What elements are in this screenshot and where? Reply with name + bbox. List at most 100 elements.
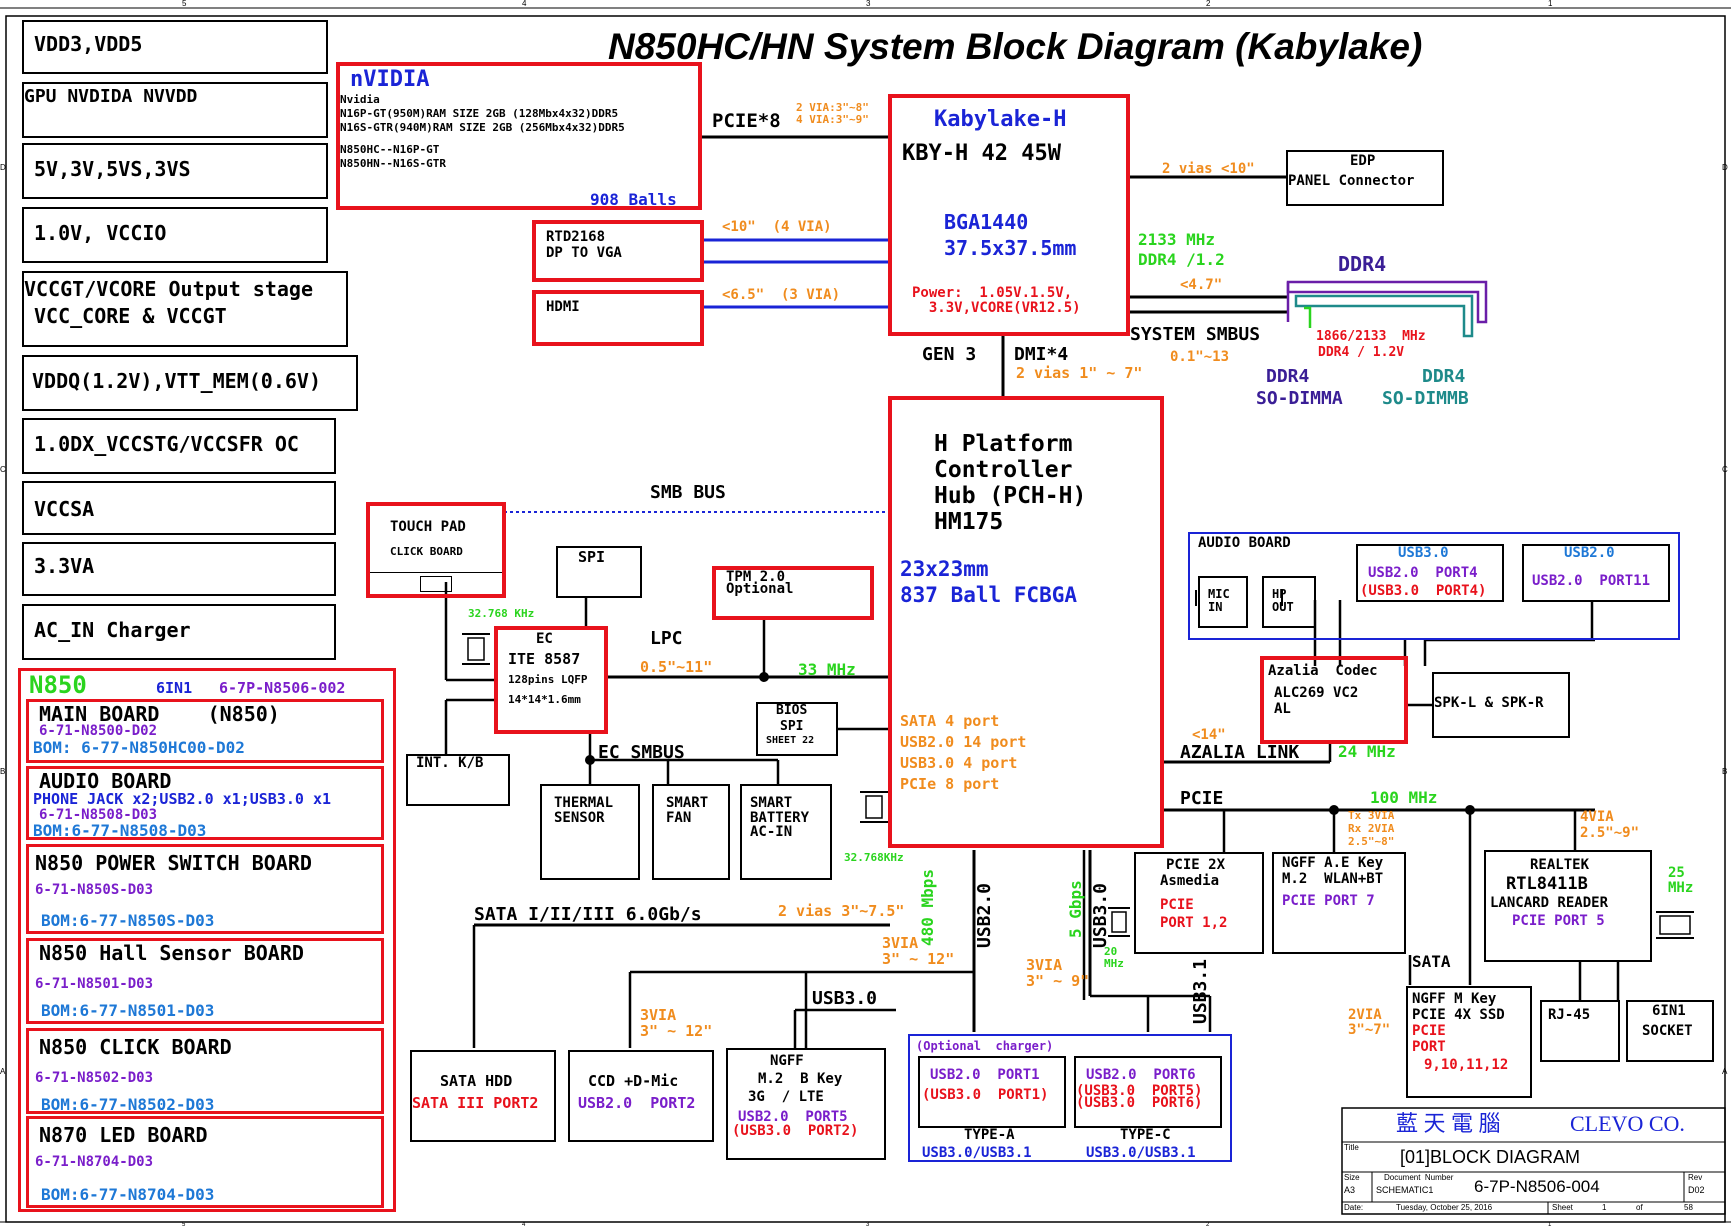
size-label: Size	[1344, 1173, 1360, 1182]
tick-bottom: 5	[182, 1222, 186, 1228]
usb2-vias: 3VIA 3" ~ 12"	[882, 934, 955, 968]
tick-left: C	[0, 465, 6, 474]
rail-label: VDD3,VDD5	[34, 32, 143, 56]
audio-usb3-port: USB3.0 USB2.0 PORT4 (USB3.0 PORT4)	[1356, 544, 1504, 602]
azalia-freq: 24 MHz	[1338, 742, 1396, 761]
date-value: Tuesday, October 25, 2016	[1396, 1203, 1493, 1212]
type-c-bus: USB3.0/USB3.1	[1086, 1145, 1196, 1161]
ddr-freq: 2133 MHz	[1138, 230, 1216, 249]
type-a-label: TYPE-A	[964, 1127, 1015, 1143]
pcie-length: 2.5"~8"	[1348, 835, 1395, 848]
ngff-b-block: NGFF M.2 B Key 3G / LTE USB2.0 PORT5 (US…	[726, 1048, 886, 1160]
asm-line: PORT 1,2	[1160, 915, 1228, 931]
board-title: N850 POWER SWITCH BOARD	[35, 851, 312, 875]
gpu-line: Nvidia	[340, 93, 380, 106]
kb-block: INT. K/B	[406, 754, 510, 806]
pch-usb3: USB3.0 4 port	[900, 754, 1018, 772]
asm-line: Asmedia	[1160, 873, 1220, 889]
dmi-length: 2 vias 1" ~ 7"	[1016, 364, 1143, 382]
board-main: MAIN BOARD (N850) 6-71-N8500-D02 BOM: 6-…	[26, 699, 384, 763]
ec-line: EC	[536, 631, 553, 647]
pch-block: H Platform Controller Hub (PCH-H) HM175 …	[888, 396, 1164, 848]
rail-label: 5V,3V,5VS,3VS	[34, 157, 191, 181]
diagram-title: N850HC/HN System Block Diagram (Kabylake…	[608, 26, 1423, 67]
ec-line: 128pins LQFP	[508, 673, 588, 686]
kb-label: INT. K/B	[416, 755, 484, 771]
ec-smbus-label: EC SMBUS	[598, 742, 685, 763]
dimmb-label: DDR4	[1422, 366, 1466, 387]
title-label: Title	[1344, 1143, 1359, 1152]
pcie8-label: PCIE*8	[712, 110, 781, 132]
tick-right: D	[1722, 163, 1728, 172]
rtd-line: RTD2168	[546, 229, 606, 245]
rev-value: D02	[1688, 1185, 1705, 1195]
type-c-label: TYPE-C	[1120, 1127, 1171, 1143]
type-a-line: USB2.0 PORT1	[930, 1067, 1040, 1083]
sheet-title: [01]BLOCK DIAGRAM	[1400, 1147, 1581, 1167]
rail-ac-in: AC_IN Charger	[22, 604, 336, 660]
rail-label: VCC_CORE & VCCGT	[34, 304, 227, 328]
usb3-speed: 5 Gbps	[1066, 880, 1085, 938]
usb3-line: USB2.0 PORT4	[1368, 565, 1478, 581]
rail-vccio: 1.0V, VCCIO	[22, 207, 328, 263]
dimma-outline	[1286, 280, 1488, 324]
usb2-label: USB2.0	[974, 882, 995, 948]
realtek-line: LANCARD READER	[1490, 895, 1609, 911]
smb-bus-label: SMB BUS	[650, 482, 726, 503]
board-pn: 6-71-N850S-D03	[35, 882, 154, 898]
realtek-line: PCIE PORT 5	[1512, 913, 1605, 929]
realtek-freq: 25 MHz	[1668, 865, 1694, 896]
hp-label: HP OUT	[1272, 587, 1294, 614]
usb31-label: USB3.1	[1190, 958, 1211, 1024]
sixin1-pn: 6-7P-N8506-002	[219, 679, 346, 697]
smart-battery: SMART BATTERY AC-IN	[740, 784, 832, 880]
lpc-freq: 33 MHz	[798, 660, 856, 679]
lpc-label: LPC	[650, 628, 683, 649]
company-name: CLEVO CO.	[1570, 1111, 1685, 1136]
tpm-line: TPM 2.0	[726, 569, 786, 585]
tpm-line: Optional	[726, 581, 794, 597]
socket-line: SOCKET	[1642, 1023, 1693, 1039]
pch-crystal: 32.768KHz	[844, 851, 904, 864]
pch-line: HM175	[934, 509, 1004, 535]
ngff-ae-block: NGFF A.E Key M.2 WLAN+BT PCIE PORT 7	[1272, 852, 1406, 954]
type-a-line: (USB3.0 PORT1)	[922, 1087, 1049, 1103]
ssd-line: 9,10,11,12	[1424, 1057, 1509, 1073]
hdd-line: SATA HDD	[440, 1072, 513, 1090]
board-bom: BOM:6-77-N8501-D03	[41, 1001, 215, 1020]
sixin1-label: 6IN1	[156, 679, 193, 697]
rail-vccgt-vcore: VCCGT/VCORE Output stage VCC_CORE & VCCG…	[22, 271, 348, 347]
usb-ports-group: (Optional charger) USB2.0 PORT1 (USB3.0 …	[908, 1034, 1232, 1162]
edp-line: PANEL Connector	[1288, 173, 1415, 189]
rtd-length: <10" (4 VIA)	[722, 219, 832, 235]
sd-socket-block: 6IN1 SOCKET	[1626, 1000, 1714, 1062]
dmi-gen: GEN 3	[922, 344, 977, 365]
pch-usb2: USB2.0 14 port	[900, 733, 1027, 751]
tick-left: D	[0, 163, 6, 172]
board-audio: AUDIO BOARD PHONE JACK x2;USB2.0 x1;USB3…	[26, 766, 384, 840]
pch-size: 23x23mm	[900, 557, 989, 581]
ec-line: 14*14*1.6mm	[508, 693, 581, 706]
usb2-speed: 480 Mbps	[918, 868, 937, 946]
edp-line: EDP	[1350, 153, 1376, 169]
pch-line: Hub (PCH-H)	[934, 483, 1087, 509]
pch-package: 837 Ball FCBGA	[900, 583, 1078, 607]
board-title: MAIN BOARD (N850)	[39, 702, 280, 726]
audio-board: AUDIO BOARD MIC IN HP OUT USB3.0 USB2.0 …	[1188, 532, 1680, 640]
azalia-label: AZALIA LINK	[1180, 742, 1300, 763]
type-c-line: (USB3.0 PORT6)	[1076, 1095, 1203, 1111]
cpu-package: BGA1440	[944, 210, 1029, 234]
realtek-line: REALTEK	[1530, 857, 1590, 873]
rail-label: VCCSA	[34, 497, 95, 521]
socket-line: 6IN1	[1652, 1003, 1686, 1019]
gpu-brand: nVIDIA	[350, 67, 430, 92]
type-c-line: USB2.0 PORT6	[1086, 1067, 1196, 1083]
hdd-line: SATA III PORT2	[412, 1094, 539, 1112]
hdmi-label: HDMI	[546, 299, 580, 315]
edp-length: 2 vias <10"	[1162, 161, 1255, 177]
touchpad-line: TOUCH PAD	[390, 519, 466, 535]
asm-line: PCIE	[1160, 897, 1194, 913]
pcie-tx: Tx 3VIA	[1348, 809, 1395, 822]
dimma-label: DDR4	[1266, 366, 1310, 387]
